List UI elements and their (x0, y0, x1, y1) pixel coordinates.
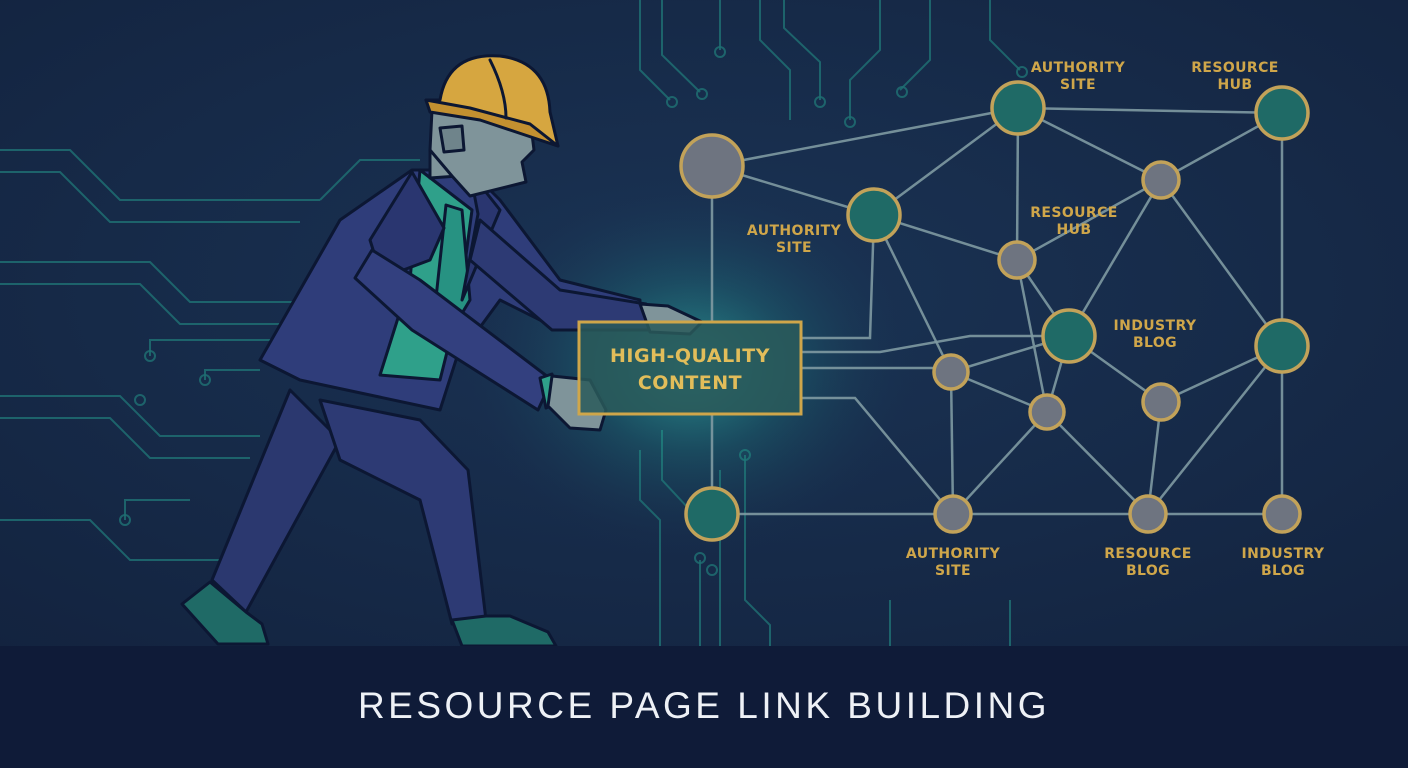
node-label: BLOG (1133, 335, 1177, 351)
network-edge (1017, 106, 1283, 115)
network-node (1141, 160, 1181, 200)
node-label: RESOURCE (1104, 546, 1192, 562)
network-node (1041, 308, 1097, 364)
network-node (846, 187, 902, 243)
network-node (990, 80, 1046, 136)
node-label: BLOG (1261, 563, 1305, 579)
node-label: AUTHORITY (1031, 60, 1126, 76)
content-card: HIGH-QUALITY CONTENT (577, 320, 803, 416)
network-nodes (679, 80, 1310, 542)
hard-hat-brim (424, 98, 560, 148)
content-card-line1: HIGH-QUALITY (610, 345, 770, 367)
network-node (933, 494, 973, 534)
hard-hat-ridge (488, 58, 508, 120)
worker-figure (180, 54, 704, 648)
network-edge (1159, 179, 1284, 347)
node-label: INDUSTRY (1114, 318, 1197, 334)
worker-ear (438, 124, 466, 154)
node-labels: AUTHORITY SITE RESOURCE HUB AUTHORITY SI… (747, 60, 1325, 579)
network-node (1028, 393, 1066, 431)
network-node (1141, 382, 1181, 422)
network-node (1128, 494, 1168, 534)
network-edge (949, 371, 955, 515)
node-label: AUTHORITY (906, 546, 1001, 562)
network-node (997, 240, 1037, 280)
worker-front-arm (353, 248, 554, 412)
node-label: AUTHORITY (747, 223, 842, 239)
node-label: SITE (776, 240, 812, 256)
network-edge (711, 106, 1019, 168)
network-node (679, 133, 745, 199)
network-edge (1067, 179, 1163, 337)
network-node (1254, 318, 1310, 374)
node-label: HUB (1218, 77, 1253, 93)
node-label: HUB (1057, 222, 1092, 238)
network-edge (952, 411, 1048, 515)
network-edge (1016, 178, 1162, 262)
node-label: SITE (935, 563, 971, 579)
content-card-frame (577, 320, 803, 416)
node-label: SITE (1060, 77, 1096, 93)
network-node (1254, 85, 1310, 141)
node-label: RESOURCE (1030, 205, 1118, 221)
node-label: INDUSTRY (1242, 546, 1325, 562)
content-card-line2: CONTENT (638, 372, 742, 394)
worker-left-lapel (368, 170, 446, 280)
node-label: RESOURCE (1191, 60, 1279, 76)
node-label: BLOG (1126, 563, 1170, 579)
network-edge (872, 214, 953, 373)
network-edge (1046, 411, 1149, 515)
network-edge (1147, 345, 1283, 515)
title-banner (0, 646, 1408, 768)
network-node (684, 486, 740, 542)
network-edge (873, 106, 1019, 217)
content-link-lines (710, 198, 1070, 515)
worker-back-shoe (180, 580, 270, 646)
network-node (932, 353, 970, 391)
network-node (1262, 494, 1302, 534)
banner-title: RESOURCE PAGE LINK BUILDING (358, 685, 1050, 726)
